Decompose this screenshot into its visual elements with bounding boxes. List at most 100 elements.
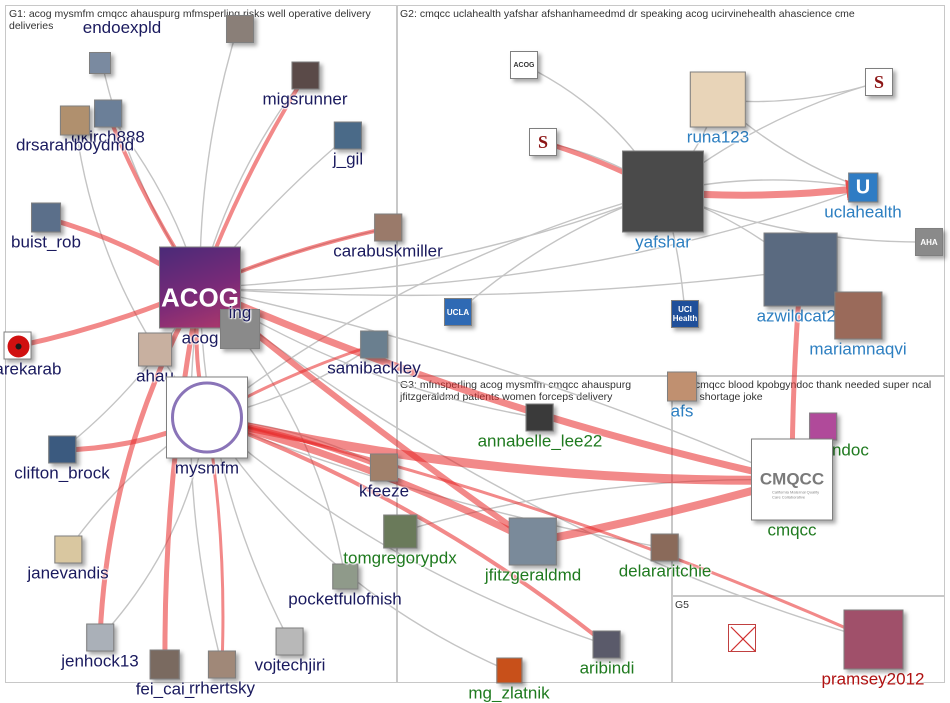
node-label: fei_cai_ bbox=[135, 679, 195, 699]
node-aha_logo[interactable]: AHA bbox=[915, 228, 943, 256]
node-acog_small[interactable]: ACOG bbox=[510, 51, 538, 79]
avatar: UCLA bbox=[444, 298, 472, 326]
node-janevandis[interactable]: janevandis bbox=[27, 535, 109, 583]
node-jfitzgeraldmd[interactable]: jfitzgeraldmd bbox=[484, 517, 582, 585]
node-delararitchie[interactable]: delararitchie bbox=[619, 533, 711, 581]
avatar bbox=[334, 121, 362, 150]
node-rrhertsky[interactable]: rrhertsky bbox=[189, 650, 255, 698]
grey-edge bbox=[199, 287, 794, 481]
node-label: jfitzgeraldmd bbox=[484, 565, 582, 585]
avatar bbox=[370, 453, 398, 482]
node-runa123[interactable]: runa123 bbox=[686, 71, 750, 147]
avatar bbox=[85, 623, 114, 652]
node-label: j_gil bbox=[332, 149, 364, 169]
node-aribindi[interactable]: aribindi bbox=[580, 630, 634, 678]
node-label: runa123 bbox=[686, 127, 750, 147]
avatar bbox=[48, 435, 76, 464]
node-pramsey2012[interactable]: pramsey2012 bbox=[821, 609, 925, 689]
node-stanford1[interactable]: S bbox=[529, 128, 557, 156]
avatar bbox=[359, 330, 388, 359]
node-yafshar[interactable]: yafshar bbox=[622, 150, 704, 252]
node-label: drtarekarab bbox=[0, 359, 62, 379]
node-mariamnaqvi[interactable]: mariamnaqvi bbox=[809, 291, 907, 359]
grey-edge bbox=[199, 190, 665, 289]
node-label: yafshar bbox=[635, 232, 691, 252]
node-drsarahboydmd[interactable]: drsarahboydmd bbox=[16, 105, 134, 155]
node-vojtechjiri[interactable]: vojtechjiri bbox=[254, 627, 326, 675]
logo-text: CMQCC bbox=[759, 469, 825, 489]
avatar bbox=[525, 403, 554, 432]
avatar bbox=[834, 291, 882, 340]
node-buist_rob[interactable]: buist_rob bbox=[11, 202, 81, 252]
avatar bbox=[509, 517, 557, 566]
avatar bbox=[60, 105, 90, 136]
node-uci_logo[interactable]: UCI Health bbox=[671, 300, 699, 328]
avatar bbox=[667, 371, 697, 402]
node-label: kfeeze bbox=[358, 481, 410, 501]
node-mfmsperling[interactable]: ing bbox=[220, 304, 260, 349]
node-stanford2[interactable]: S bbox=[865, 68, 893, 96]
node-label: pramsey2012 bbox=[821, 669, 925, 689]
node-samibackley[interactable]: samibackley bbox=[327, 330, 421, 378]
avatar bbox=[593, 630, 621, 659]
logo-text: AHA bbox=[920, 237, 938, 247]
logo-text: UCLA bbox=[446, 307, 470, 317]
avatar bbox=[220, 309, 260, 349]
avatar: AHA bbox=[915, 228, 943, 256]
node-tomgregorypdx[interactable]: tomgregorypdx bbox=[343, 514, 457, 568]
node-clifton_brock[interactable]: clifton_brock bbox=[14, 435, 110, 483]
node-carabuskmiller[interactable]: carabuskmiller bbox=[333, 213, 443, 261]
avatar bbox=[842, 609, 903, 670]
node-ucla_logo[interactable]: UCLA bbox=[444, 298, 472, 326]
avatar bbox=[374, 213, 402, 242]
avatar bbox=[226, 15, 254, 43]
node-pocketfulofnish[interactable]: pocketfulofnish bbox=[288, 563, 402, 609]
grey-edge bbox=[206, 417, 609, 647]
avatar bbox=[275, 627, 304, 656]
node-label: vojtechjiri bbox=[254, 655, 326, 675]
node-mg_zlatnik[interactable]: mg_zlatnik bbox=[468, 657, 550, 703]
avatar bbox=[31, 202, 61, 233]
grey-edge bbox=[199, 186, 865, 291]
avatar bbox=[94, 99, 122, 128]
logo-text: ACOG bbox=[161, 282, 239, 313]
network-graph: G1: acog mysmfm cmqcc ahauspurg mfmsperl… bbox=[0, 5, 945, 702]
node-fei_cai_[interactable]: fei_cai_ bbox=[135, 649, 195, 699]
avatar: U bbox=[847, 172, 878, 203]
node-label: migsrunner bbox=[262, 89, 348, 109]
group-g5-box: G5 bbox=[671, 596, 945, 683]
node-migsrunner[interactable]: migsrunner bbox=[262, 61, 348, 109]
node-ahauspurg[interactable]: ahau bbox=[136, 332, 174, 386]
node-docelovitz[interactable]: docelovitz bbox=[226, 15, 254, 43]
node-label: afs bbox=[670, 401, 694, 421]
avatar bbox=[137, 332, 172, 367]
node-azwildcat21[interactable]: azwildcat21 bbox=[757, 232, 845, 326]
avatar bbox=[4, 331, 32, 360]
node-j_gil[interactable]: j_gil bbox=[332, 121, 364, 169]
avatar bbox=[332, 563, 358, 590]
red-edge bbox=[162, 285, 206, 668]
node-label: cmqcc bbox=[767, 520, 817, 540]
node-drtarekarab[interactable]: drtarekarab bbox=[0, 331, 62, 379]
avatar bbox=[149, 649, 180, 680]
node-mysmfm[interactable]: mysmfm bbox=[166, 376, 248, 478]
node-jenhock13[interactable]: jenhock13 bbox=[61, 623, 139, 671]
node-annabelle_lee22[interactable]: annabelle_lee22 bbox=[478, 403, 602, 451]
logo-text: ACOG bbox=[513, 61, 535, 69]
node-label: tomgregorypdx bbox=[343, 548, 457, 568]
red-edge bbox=[205, 416, 875, 642]
avatar bbox=[208, 650, 236, 679]
avatar bbox=[689, 71, 746, 128]
node-endoexpl[interactable]: endoexpld bbox=[83, 19, 161, 74]
node-kfeeze[interactable]: kfeeze bbox=[358, 453, 410, 501]
logo-subtext: California Maternal Quality Care Collabo… bbox=[772, 489, 820, 500]
avatar: ACOG bbox=[510, 51, 538, 79]
avatar bbox=[54, 535, 82, 564]
avatar bbox=[166, 376, 248, 459]
node-afshanhameedmd[interactable]: afs bbox=[667, 371, 697, 421]
node-label: pocketfulofnish bbox=[288, 589, 402, 609]
node-label: mg_zlatnik bbox=[468, 683, 550, 703]
logo-text: S bbox=[537, 131, 548, 152]
